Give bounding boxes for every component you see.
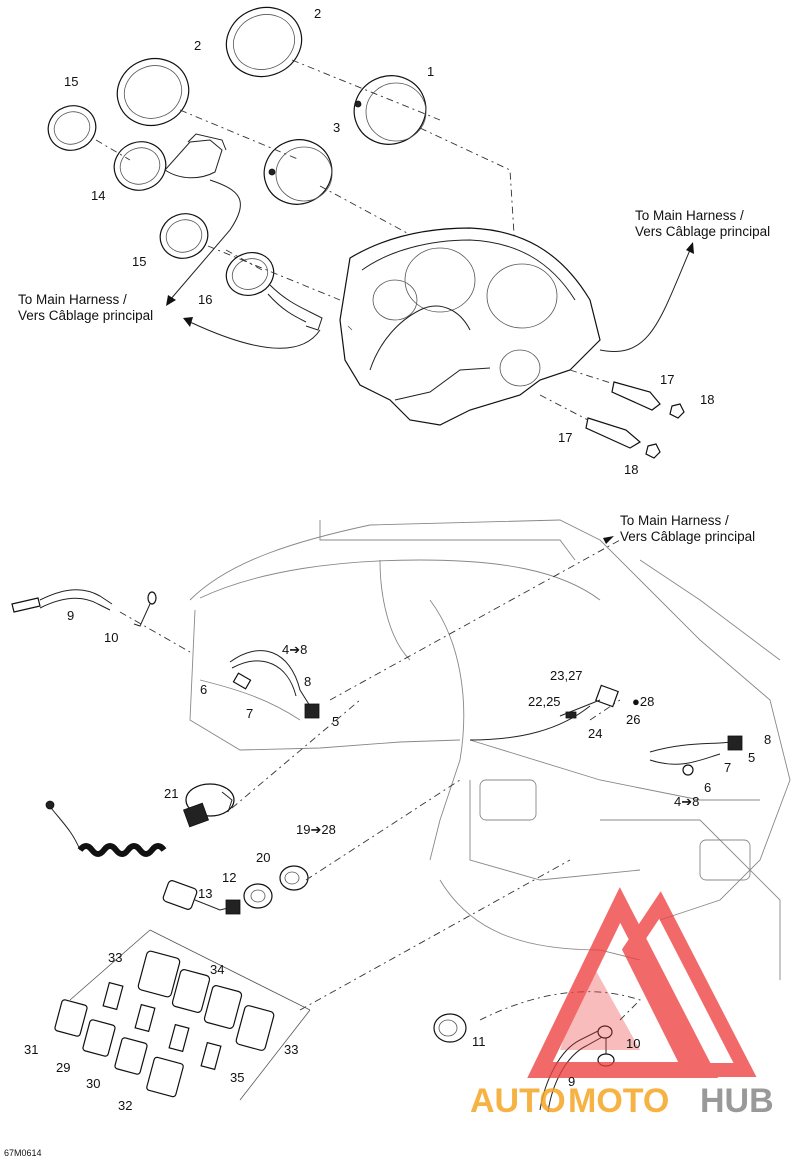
callout-5-left: 5 [332,714,339,729]
switch-knob [279,865,309,891]
mounting-bracket-lower [539,394,642,449]
callout-29: 29 [56,1060,70,1075]
cable-clip-left [133,591,157,627]
watermark-text-auto: AUTO [470,1082,566,1120]
lower-leader-lines [231,539,641,1021]
sensor-harness-right [649,735,743,776]
bezel-ring-large [225,6,303,78]
small-bezel-ring-upper [47,105,97,151]
small-bezel-ring-lower [159,213,209,259]
callout-20: 20 [256,850,270,865]
switch-blank-plugs [102,981,222,1071]
figure-code: 67M0614 [4,1148,42,1158]
callout-30: 30 [86,1076,100,1091]
callout-8-right: 8 [764,732,771,747]
callout-23-27: 23,27 [550,668,583,683]
retaining-nut [243,883,273,909]
callout-labels: 1 2 2 3 15 14 15 16 17 18 17 18 9 10 4➔8… [24,6,771,1113]
callout-2-left: 2 [194,38,201,53]
callout-15-lower: 15 [132,254,146,269]
callout-4-8-left: 4➔8 [282,642,307,657]
sensor-cable-left [11,589,113,613]
harness-note-right-upper-line2: Vers Câblage principal [635,224,770,239]
arrow-right-upper-icon [686,242,694,254]
instrument-housing [339,227,601,426]
sensor-harness-left [229,650,320,719]
callout-6-right: 6 [704,780,711,795]
callout-17-upper: 17 [660,372,674,387]
watermark-text-hub: HUB [700,1082,774,1120]
harness-note-right-lower-line1: To Main Harness / [620,513,729,528]
nut-lower [645,443,661,459]
callout-32: 32 [118,1098,132,1113]
callout-11: 11 [472,1034,486,1049]
callout-14: 14 [91,188,105,203]
callout-6-left: 6 [200,682,207,697]
harness-route-left [169,179,241,301]
callout-15-upper: 15 [64,74,78,89]
coiled-lanyard-cord [45,800,241,915]
callout-9-left: 9 [67,608,74,623]
callout-18-upper: 18 [700,392,714,407]
harness-note-left-line2: Vers Câblage principal [18,308,153,323]
callout-33-right: 33 [284,1042,298,1057]
callout-34: 34 [210,962,224,977]
callout-35: 35 [230,1070,244,1085]
mounting-bracket-upper [569,369,661,411]
callout-1: 1 [427,64,434,79]
rocker-switches [54,950,275,1098]
bezel-ring-medium [116,58,190,126]
callout-5-right: 5 [748,750,755,765]
harness-route-left-lower [189,321,321,349]
callout-4-8-right: 4➔8 [674,794,699,809]
arrow-left-upper-icon [166,295,176,306]
tachometer-gauge [353,75,427,145]
callout-16: 16 [198,292,212,307]
switch-panel-frame [69,929,311,1101]
callout-10-left: 10 [104,630,118,645]
callout-8-left: 8 [304,674,311,689]
ignition-switch [183,783,235,828]
callout-19-28: 19➔28 [296,822,336,837]
callout-13: 13 [198,886,212,901]
callout-18-lower: 18 [624,462,638,477]
harness-route-right [599,249,691,352]
harness-note-right-upper-line1: To Main Harness / [635,208,744,223]
gauge-cluster-assembly [47,6,694,459]
callout-31: 31 [24,1042,38,1057]
harness-note-right-lower-line2: Vers Câblage principal [620,529,755,544]
callout-7-right: 7 [724,760,731,775]
callout-10-right: 10 [626,1036,640,1051]
autmotohub-watermark [527,887,757,1078]
callout-21: 21 [164,786,178,801]
speedometer-gauge [263,139,333,205]
dashboard-ghost-body [189,519,791,980]
assembly-leader-lines [95,59,516,301]
harness-note-left-line1: To Main Harness / [18,292,127,307]
callout-2-right: 2 [314,6,321,21]
callout-26: 26 [626,712,640,727]
callout-24: 24 [588,726,602,741]
callout-3: 3 [333,120,340,135]
arrow-right-lower-icon [603,536,614,544]
callout-12: 12 [222,870,236,885]
indicator-gauge-with-wiring [225,252,323,331]
nut-upper [669,403,685,419]
callout-17-lower: 17 [558,430,572,445]
callout-33-top: 33 [108,950,122,965]
arrow-left-lower-icon [183,317,193,327]
callout-28-top: ●28 [632,694,654,709]
watermark-text-moto: MOTO [568,1082,669,1120]
callout-7-left: 7 [246,706,253,721]
round-switch [433,1013,467,1043]
switch-harness-assembly [11,536,743,1113]
callout-22-25: 22,25 [528,694,561,709]
center-sensor-group [469,684,619,741]
callout-9-right: 9 [568,1074,575,1089]
small-gauge-with-wiring [113,133,227,191]
